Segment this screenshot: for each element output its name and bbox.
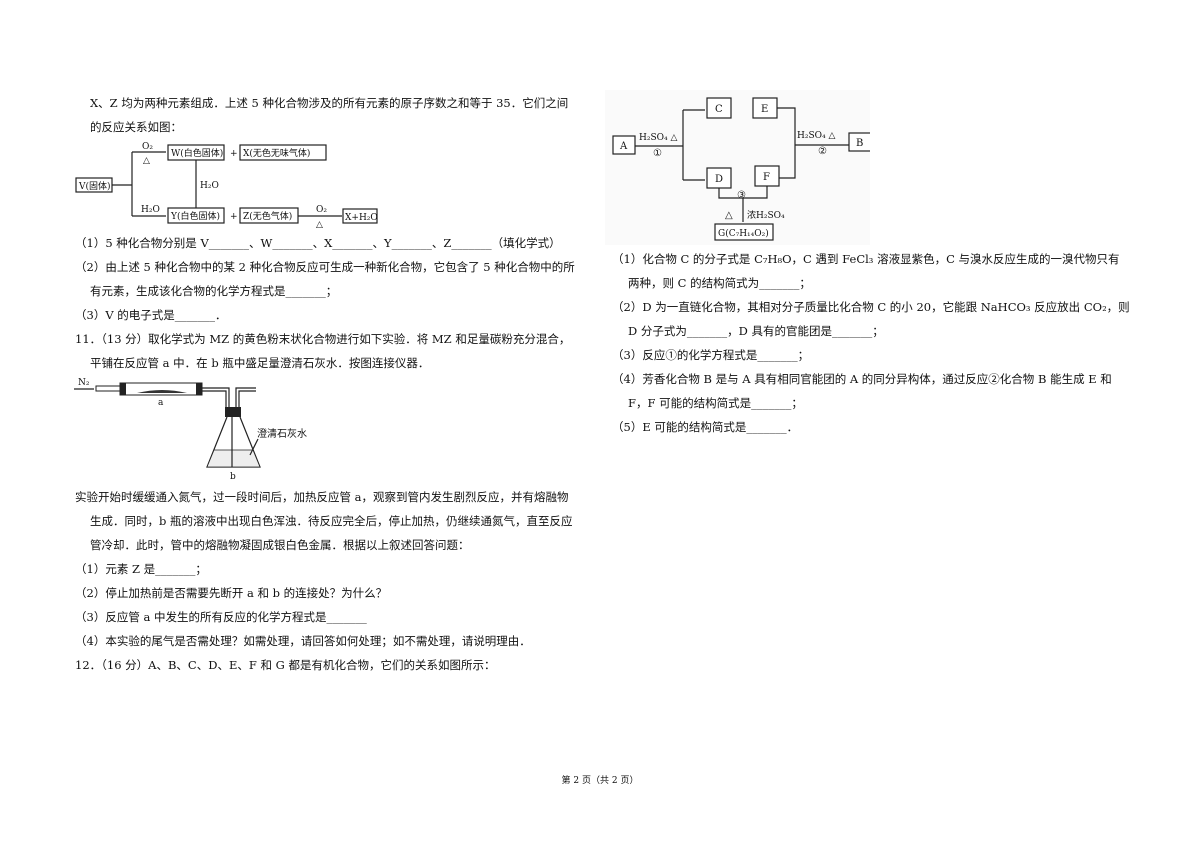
text-line: 的反应关系如图： xyxy=(90,120,182,134)
svg-text:②: ② xyxy=(818,146,827,157)
question-1: （1）化合物 C 的分子式是 C₇H₈O，C 遇到 FeCl₃ 溶液显紫色，C … xyxy=(612,252,1120,266)
svg-text:浓H₂SO₄: 浓H₂SO₄ xyxy=(747,210,785,221)
svg-text:E: E xyxy=(761,104,768,115)
svg-text:+: + xyxy=(230,212,238,222)
svg-text:b: b xyxy=(230,472,236,482)
svg-text:澄清石灰水: 澄清石灰水 xyxy=(257,427,307,440)
svg-text:H₂SO₄ △: H₂SO₄ △ xyxy=(797,131,835,141)
text-line: 两种，则 C 的结构简式为_______； xyxy=(628,276,811,290)
svg-text:③: ③ xyxy=(737,190,746,201)
question-5: （5）E 可能的结构简式是_______． xyxy=(612,420,799,434)
svg-text:+: + xyxy=(230,149,238,159)
text-line: 管冷却．此时，管中的熔融物凝固成银白色金属．根据以上叙述回答问题： xyxy=(90,538,470,552)
svg-text:V(固体): V(固体) xyxy=(78,180,111,192)
svg-text:W(白色固体): W(白色固体) xyxy=(171,147,223,159)
svg-text:X(无色无味气体): X(无色无味气体) xyxy=(243,147,310,159)
question-4: （4）芳香化合物 B 是与 A 具有相同官能团的 A 的同分异构体，通过反应②化… xyxy=(612,372,1112,386)
question-1: （1）5 种化合物分别是 V_______、W_______、X_______、… xyxy=(75,236,561,250)
svg-text:△: △ xyxy=(143,156,150,166)
svg-text:F: F xyxy=(763,172,770,183)
sub-question-3: （3）反应管 a 中发生的所有反应的化学方程式是_______ xyxy=(75,610,367,624)
text-line: X、Z 均为两种元素组成．上述 5 种化合物涉及的所有元素的原子序数之和等于 3… xyxy=(90,96,569,110)
text-line: 有元素，生成该化合物的化学方程式是_______； xyxy=(90,284,338,298)
text-line: 平铺在反应管 a 中．在 b 瓶中盛足量澄清石灰水．按图连接仪器． xyxy=(90,356,430,370)
text-line: D 分子式为_______，D 具有的官能团是_______； xyxy=(628,324,884,338)
question-2: （2）D 为一直链化合物，其相对分子质量比化合物 C 的小 20，它能跟 NaH… xyxy=(612,300,1130,314)
svg-text:△: △ xyxy=(725,210,733,221)
text-line: F，F 可能的结构简式是_______； xyxy=(628,396,803,410)
svg-text:a: a xyxy=(158,398,164,408)
svg-text:G(C₇H₁₄O₂): G(C₇H₁₄O₂) xyxy=(718,228,769,239)
apparatus-diagram: N₂ a b 澄清石灰水 xyxy=(74,378,307,482)
organic-reaction-diagram: A H₂SO₄ △① C D E F H₂SO₄ △② B ③ △浓H₂SO₄ … xyxy=(605,90,870,245)
svg-text:H₂SO₄ △: H₂SO₄ △ xyxy=(639,133,677,143)
problem-11: 11．（13 分）取化学式为 MZ 的黄色粉末状化合物进行如下实验．将 MZ 和… xyxy=(75,332,571,346)
text-line: 生成．同时，b 瓶的溶液中出现白色浑浊．待反应完全后，停止加热，仍继续通氮气，直… xyxy=(90,514,573,528)
problem-12: 12．（16 分）A、B、C、D、E、F 和 G 都是有机化合物，它们的关系如图… xyxy=(75,658,496,672)
svg-text:O₂: O₂ xyxy=(316,205,327,215)
svg-text:A: A xyxy=(619,141,628,152)
svg-text:X+H₂O: X+H₂O xyxy=(345,213,378,223)
sub-question-1: （1）元素 Z 是_______； xyxy=(75,562,207,576)
svg-text:D: D xyxy=(715,174,723,185)
svg-text:H₂O: H₂O xyxy=(200,181,219,191)
svg-text:N₂: N₂ xyxy=(78,378,90,388)
text-line: 实验开始时缓缓通入氮气，过一段时间后，加热反应管 a，观察到管内发生剧烈反应，并… xyxy=(75,490,569,504)
svg-text:H₂O: H₂O xyxy=(141,205,160,215)
page-footer: 第 2 页（共 2 页） xyxy=(561,776,639,786)
svg-text:B: B xyxy=(856,138,863,149)
sub-question-4: （4）本实验的尾气是否需处理？如需处理，请回答如何处理；如不需处理，请说明理由． xyxy=(75,634,531,648)
svg-text:Z(无色气体): Z(无色气体) xyxy=(243,210,292,222)
svg-text:Y(白色固体): Y(白色固体) xyxy=(170,210,220,222)
svg-text:①: ① xyxy=(653,148,662,159)
question-2: （2）由上述 5 种化合物中的某 2 种化合物反应可生成一种新化合物，它包含了 … xyxy=(75,260,575,274)
reaction-diagram-1: V(固体) O₂ △ H₂O W(白色固体) + X(无色无味气体) H₂O Y(… xyxy=(75,142,378,230)
svg-text:O₂: O₂ xyxy=(142,142,153,152)
svg-text:△: △ xyxy=(316,220,323,230)
question-3: （3）反应①的化学方程式是_______； xyxy=(612,348,810,362)
svg-text:C: C xyxy=(715,104,723,115)
sub-question-2: （2）停止加热前是否需要先断开 a 和 b 的连接处？为什么？ xyxy=(75,586,388,600)
question-3: （3）V 的电子式是_______． xyxy=(75,308,227,322)
